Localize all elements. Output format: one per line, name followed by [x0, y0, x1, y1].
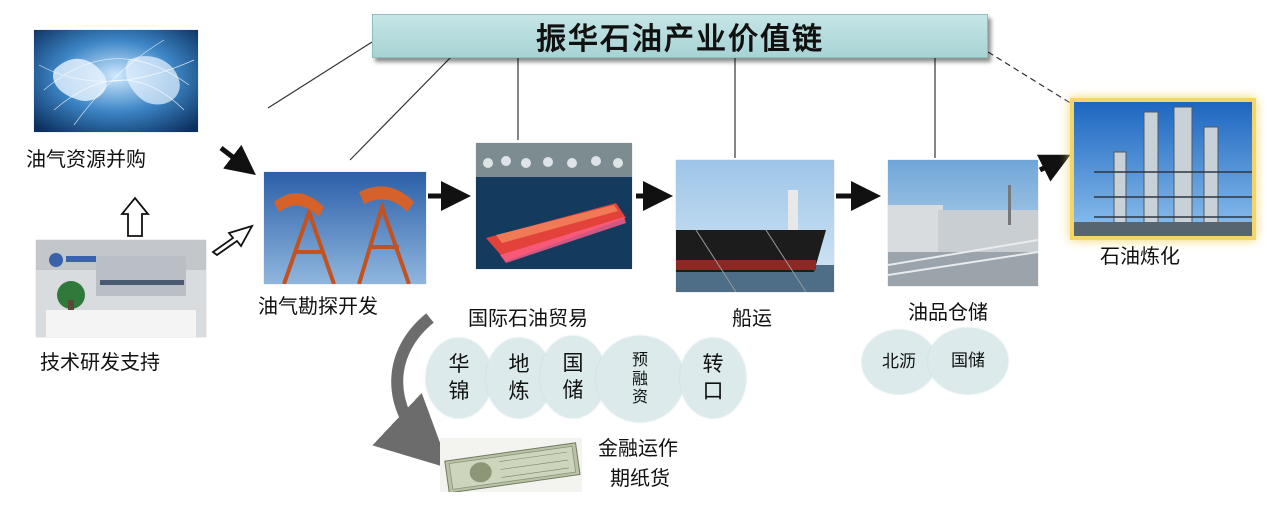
- trade-item-bubble: 预融资: [596, 336, 684, 422]
- shipping-label: 船运: [732, 306, 772, 330]
- tanks-image: [888, 160, 1038, 286]
- trade-item-bubble: 华锦: [426, 338, 492, 418]
- hollow-arrow-diagonal: [211, 224, 254, 257]
- storage-tanks-icon: [888, 160, 1038, 286]
- trade-item-label: 转口: [702, 351, 724, 403]
- storage-item-bubble: 国储: [928, 328, 1008, 394]
- flow-arrow: [1036, 154, 1071, 182]
- trade-item-bubble: 转口: [680, 338, 746, 418]
- trade-item-label: 国储: [562, 350, 584, 402]
- trade-item-label: 预融资: [631, 350, 648, 407]
- cargo-ship-icon: [676, 160, 834, 292]
- oil-tanker-icon: [476, 143, 632, 269]
- lobby-image: [36, 240, 206, 337]
- connector-line: [267, 41, 373, 109]
- hollow-arrow-up: [120, 196, 150, 237]
- pumpjack-image: [264, 172, 426, 284]
- storage-label: 油品仓储: [908, 300, 988, 324]
- globe-image: [34, 30, 198, 132]
- trade-label: 国际石油贸易: [468, 306, 588, 330]
- world-network-icon: [34, 30, 198, 132]
- banknotes-icon: [440, 438, 582, 492]
- refining-label: 石油炼化: [1100, 244, 1180, 268]
- exploration-label: 油气勘探开发: [258, 294, 378, 318]
- storage-item-label: 北沥: [882, 351, 916, 372]
- oil-pumpjack-icon: [264, 172, 426, 284]
- storage-item-label: 国储: [951, 350, 985, 371]
- storage-item-bubble: 北沥: [862, 330, 936, 394]
- ship-image: [676, 160, 834, 292]
- finance-label-line2: 期纸货: [610, 466, 670, 490]
- money-image: [440, 438, 582, 492]
- refinery-icon: [1074, 102, 1252, 236]
- connector-line-dashed: [987, 51, 1073, 105]
- refinery-image: [1070, 98, 1256, 240]
- page-title: 振华石油产业价值链: [372, 14, 988, 58]
- acquisition-label: 油气资源并购: [26, 147, 146, 171]
- office-lobby-icon: [36, 240, 206, 337]
- trade-item-label: 地炼: [508, 351, 530, 403]
- connector-line: [349, 55, 453, 161]
- trade-item-label: 华锦: [448, 351, 470, 403]
- curved-arrow: [372, 313, 450, 469]
- finance-label-line1: 金融运作: [598, 436, 678, 460]
- flow-arrow: [219, 144, 256, 176]
- rnd-label: 技术研发支持: [40, 350, 160, 374]
- tanker-image: [476, 143, 632, 269]
- trade-item-bubble: 国储: [540, 336, 606, 418]
